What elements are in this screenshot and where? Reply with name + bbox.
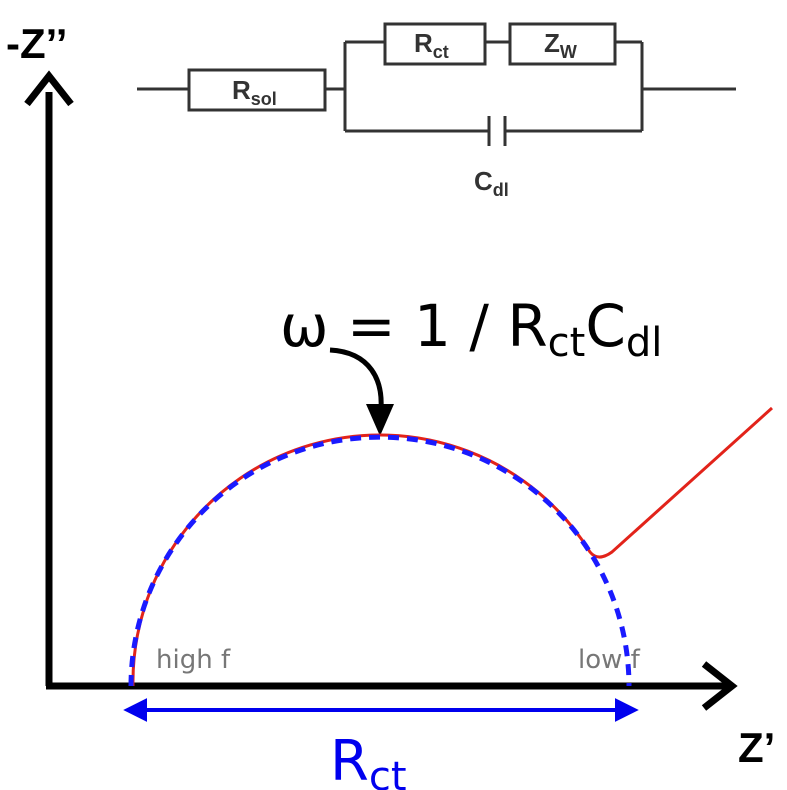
x-axis	[46, 661, 738, 711]
y-axis-label: -Z’’	[6, 20, 67, 67]
omega-equation: ω = 1 / RctCdl	[280, 292, 662, 366]
omega-pointer-arrow	[329, 347, 394, 436]
cdl-label: Cdl	[474, 166, 509, 200]
rsol-resistor	[187, 68, 327, 112]
high-frequency-label: high f	[156, 645, 231, 675]
fitted-semicircle	[128, 434, 632, 687]
y-axis	[24, 70, 74, 686]
equivalent-circuit	[137, 22, 736, 146]
rct-circuit-label: Rct	[414, 28, 449, 62]
zw-label: ZW	[544, 28, 577, 62]
rsol-label: Rsol	[232, 75, 277, 109]
x-axis-label: Z’	[738, 724, 775, 771]
rct-resistor	[383, 22, 487, 66]
low-frequency-label: low f	[578, 645, 641, 675]
warburg-element	[508, 22, 617, 66]
rct-span-label: Rct	[330, 729, 407, 790]
